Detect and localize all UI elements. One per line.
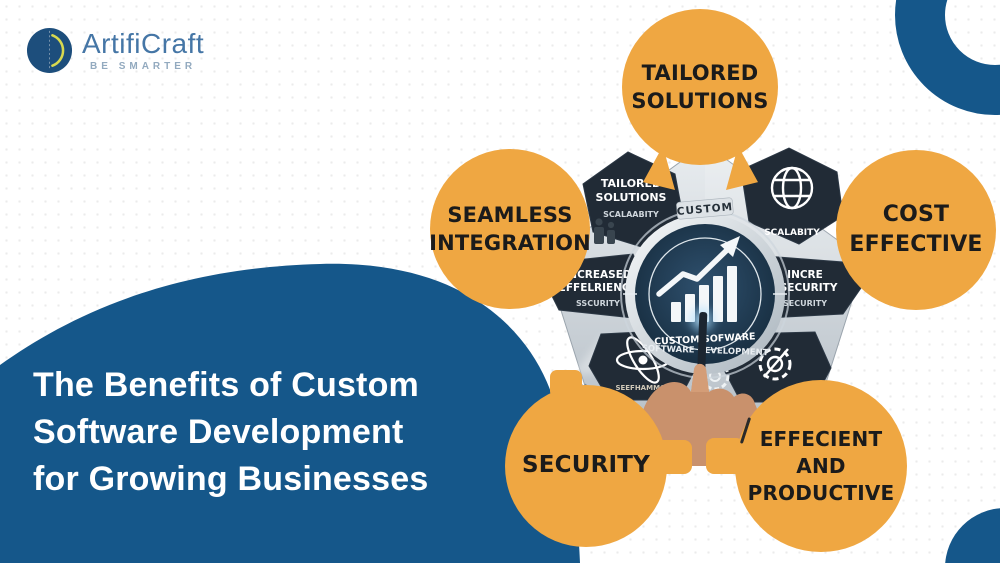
benefit-label: SEAMLESS [447,202,573,227]
panel-left-line-3: SSCURITY [576,299,620,308]
panel-bottom-left-line-1: SEEFHAMMGE [615,384,670,392]
benefit-label: INTEGRATION [429,231,591,255]
panel-top-left-line-2: SOLUTIONS [596,191,667,204]
people-icon [594,218,615,244]
corner-dot-circle [945,508,1000,563]
panel-top-right-line-1: SCALABITY [764,228,820,238]
panel-left-line-1: INCREASED [564,269,632,281]
benefit-label: SOLUTIONS [631,89,769,113]
headline-line-3: for Growing Businesses [33,460,429,498]
gear-icon [758,347,792,381]
benefit-circle-cost-effective: COST EFFECTIVE [836,150,996,310]
corner-ring-shape [895,0,1000,115]
benefit-circle-seamless-integration: SEAMLESS INTEGRATION [429,149,591,309]
logo-name: ArtifiCraft [82,27,205,59]
benefit-circle-security: SECURITY [505,385,667,547]
headline: The Benefits of Custom Software Developm… [33,362,428,503]
benefit-label: EFFECTIVE [849,232,983,257]
logo-icon [26,27,73,74]
globe-icon [770,166,814,210]
panel-right-line-1: INCRE [787,269,823,281]
benefit-label: AND [796,453,846,478]
logo: ArtifiCraft BE SMARTER [26,27,204,74]
panel-top-left-line-3: SCALAABITY [603,210,659,219]
benefit-label: TAILORED [641,60,759,85]
benefit-label: COST [882,202,950,228]
headline-line-1: The Benefits of Custom [33,366,419,404]
benefit-label: EFFECIENT [759,426,883,451]
benefit-circle-tailored-solutions: TAILORED SOLUTIONS [622,9,778,165]
center-badge: CUSTOM [676,201,733,218]
panel-right-line-3: SECURITY [783,299,827,308]
benefit-label: PRODUCTIVE [747,480,895,505]
headline-line-2: Software Development [33,413,404,451]
benefit-circle-efficient-productive: EFFECIENT AND PRODUCTIVE [735,380,907,552]
growth-arrow-icon [656,236,740,297]
custom-software-illustration: TAILORED SOLUTIONS SCALAABITY SCALABITY … [543,136,867,466]
benefit-label: SECURITY [521,452,651,479]
logo-tagline: BE SMARTER [90,60,197,72]
